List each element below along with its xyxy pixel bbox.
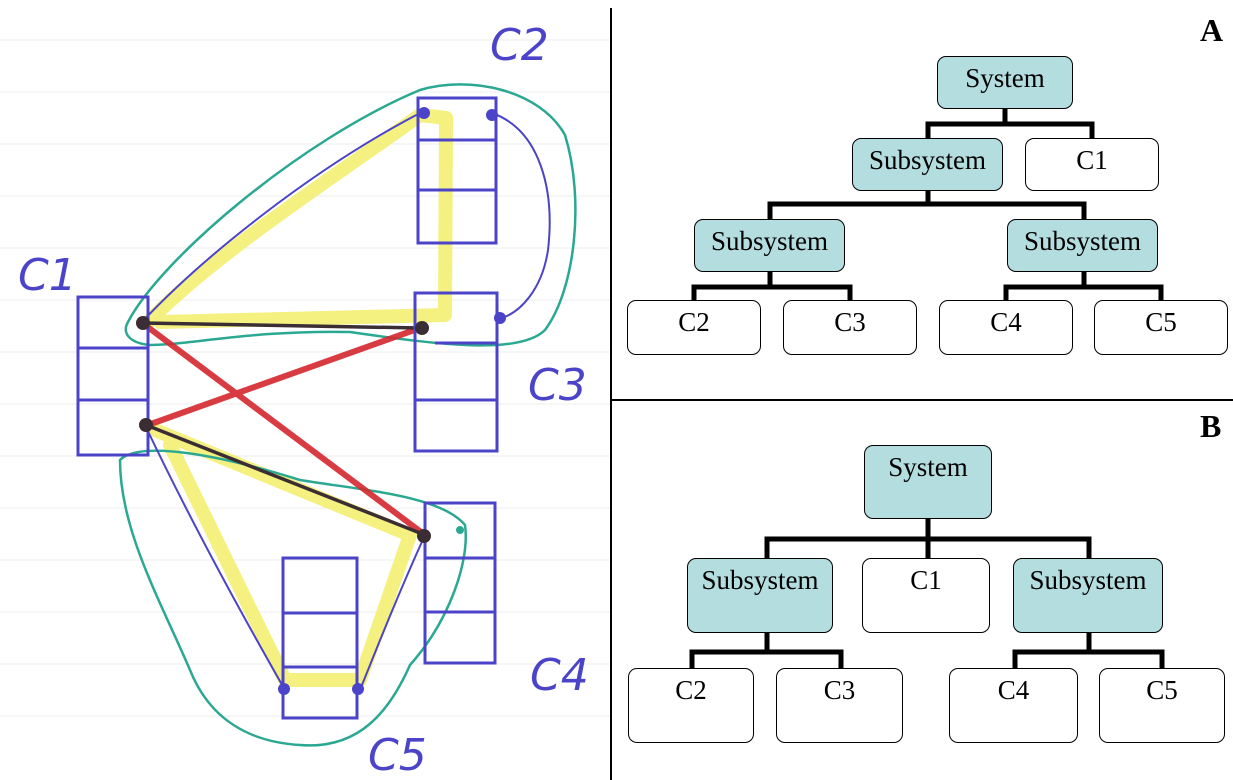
tree-a-subsystem-left: Subsystem <box>694 219 845 272</box>
tree-a-root-system: System <box>937 56 1073 109</box>
green-contours <box>118 83 577 747</box>
sketch-label-c4: C4 <box>530 650 589 701</box>
sketch-box-c3 <box>413 291 499 453</box>
sketch-box-c5 <box>281 556 359 720</box>
tree-b-subsystem-left: Subsystem <box>687 558 833 633</box>
sketch-box-c2 <box>416 96 498 245</box>
sketch-label-c5: C5 <box>368 730 427 780</box>
tree-a-subsystem-right: Subsystem <box>1007 219 1158 272</box>
tree-a-c4: C4 <box>939 300 1073 355</box>
vertical-divider <box>610 8 612 780</box>
tree-b-c1: C1 <box>862 558 990 633</box>
sketch-label-c1: C1 <box>18 250 77 301</box>
red-links <box>142 322 428 538</box>
yellow-path-upper <box>143 108 453 329</box>
panel-a-label: A <box>1200 12 1224 48</box>
dark-links <box>141 321 427 537</box>
horizontal-divider <box>611 399 1233 401</box>
ruled-paper-lines <box>0 39 610 717</box>
sketch-box-c4 <box>423 501 497 665</box>
yellow-path-lower <box>148 423 417 687</box>
tree-b-c2: C2 <box>628 668 754 743</box>
sketch-label-c2: C2 <box>490 20 549 71</box>
tree-a-c5: C5 <box>1094 300 1228 355</box>
tree-a-c3: C3 <box>783 300 917 355</box>
sketch-label-c3: C3 <box>528 360 587 411</box>
tree-b-c3: C3 <box>776 668 903 743</box>
hand-drawn-sketch: C1 C2 C3 C4 C5 <box>0 20 610 780</box>
tree-b-root-system: System <box>864 445 992 519</box>
panel-b-label: B <box>1200 408 1222 444</box>
tree-b-subsystem-right: Subsystem <box>1013 558 1163 633</box>
sketch-box-c1 <box>76 295 150 457</box>
yellow-highlight-paths <box>143 108 453 687</box>
green-contour-upper <box>124 83 577 347</box>
sketch-component-boxes <box>76 96 499 720</box>
tree-a-c2: C2 <box>627 300 761 355</box>
blue-connection-curves <box>141 111 551 691</box>
tree-a-subsystem-top: Subsystem <box>852 138 1003 191</box>
green-contour-lower <box>118 449 467 747</box>
tree-b-c5: C5 <box>1099 668 1225 743</box>
tree-a-c1: C1 <box>1025 138 1159 191</box>
connection-dots <box>136 107 506 695</box>
tree-b-c4: C4 <box>949 668 1078 743</box>
